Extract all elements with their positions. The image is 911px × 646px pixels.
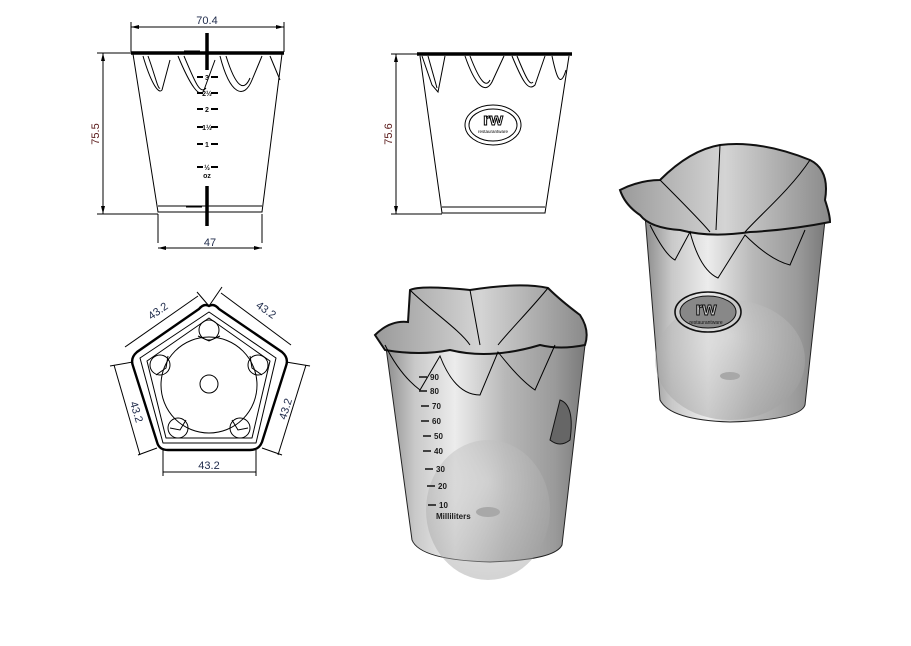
logo-text: rw	[483, 110, 504, 129]
graduation-unit: Milliliters	[436, 512, 471, 521]
front-view: 3 2½ 2 1½ 1 ½ oz 70.4 75.5 47	[90, 15, 285, 250]
graduation-label: 2	[205, 107, 209, 114]
dimension-top-width: 70.4	[196, 15, 217, 27]
dimension-side-4: 43.2	[277, 397, 295, 421]
front-graduations: 3 2½ 2 1½ 1 ½ oz	[197, 75, 218, 180]
dimension-side-3: 43.2	[127, 400, 145, 424]
graduation-label: 20	[438, 482, 447, 491]
logo-subtext: restaurantware	[478, 129, 509, 134]
dimension-side-1: 43.2	[146, 300, 170, 322]
graduation-label: 1	[205, 142, 209, 149]
dimension-side-height: 75.6	[383, 123, 395, 144]
graduation-label: 90	[430, 373, 439, 382]
graduation-label: 60	[432, 417, 441, 426]
graduation-label: 1½	[202, 124, 212, 132]
back-logo: rw restaurantware	[674, 291, 742, 333]
graduation-label: 70	[432, 402, 441, 411]
logo-text: rw	[695, 299, 717, 319]
dimension-side-2: 43.2	[254, 299, 278, 321]
graduation-label: 40	[434, 447, 443, 456]
graduation-label: 80	[430, 387, 439, 396]
graduation-label: 30	[436, 465, 445, 474]
side-logo: rw restaurantware	[464, 104, 522, 146]
graduation-label: 3	[205, 75, 209, 82]
iso-view-front-cup: 90 80 70 60 50 40 30 20 10 Milliliters	[373, 284, 588, 580]
top-view: 43.2 43.2 43.2 43.2 43.2	[109, 286, 311, 476]
side-view: rw restaurantware 75.6	[383, 52, 572, 215]
graduation-label: 2½	[202, 90, 212, 98]
dimension-bottom-width: 47	[204, 237, 216, 249]
dimension-side-5: 43.2	[198, 460, 219, 472]
graduation-label: ½	[204, 164, 210, 172]
graduation-unit: oz	[203, 173, 211, 180]
graduation-label: 10	[439, 501, 448, 510]
front-cup-outline	[132, 53, 283, 213]
logo-subtext: restaurantware	[689, 320, 723, 326]
iso-view-back-cup: rw restaurantware	[618, 143, 832, 423]
dimension-height: 75.5	[90, 123, 102, 144]
iso-graduations: 90 80 70 60 50 40 30 20 10 Milliliters	[419, 373, 471, 521]
graduation-label: 50	[434, 432, 443, 441]
